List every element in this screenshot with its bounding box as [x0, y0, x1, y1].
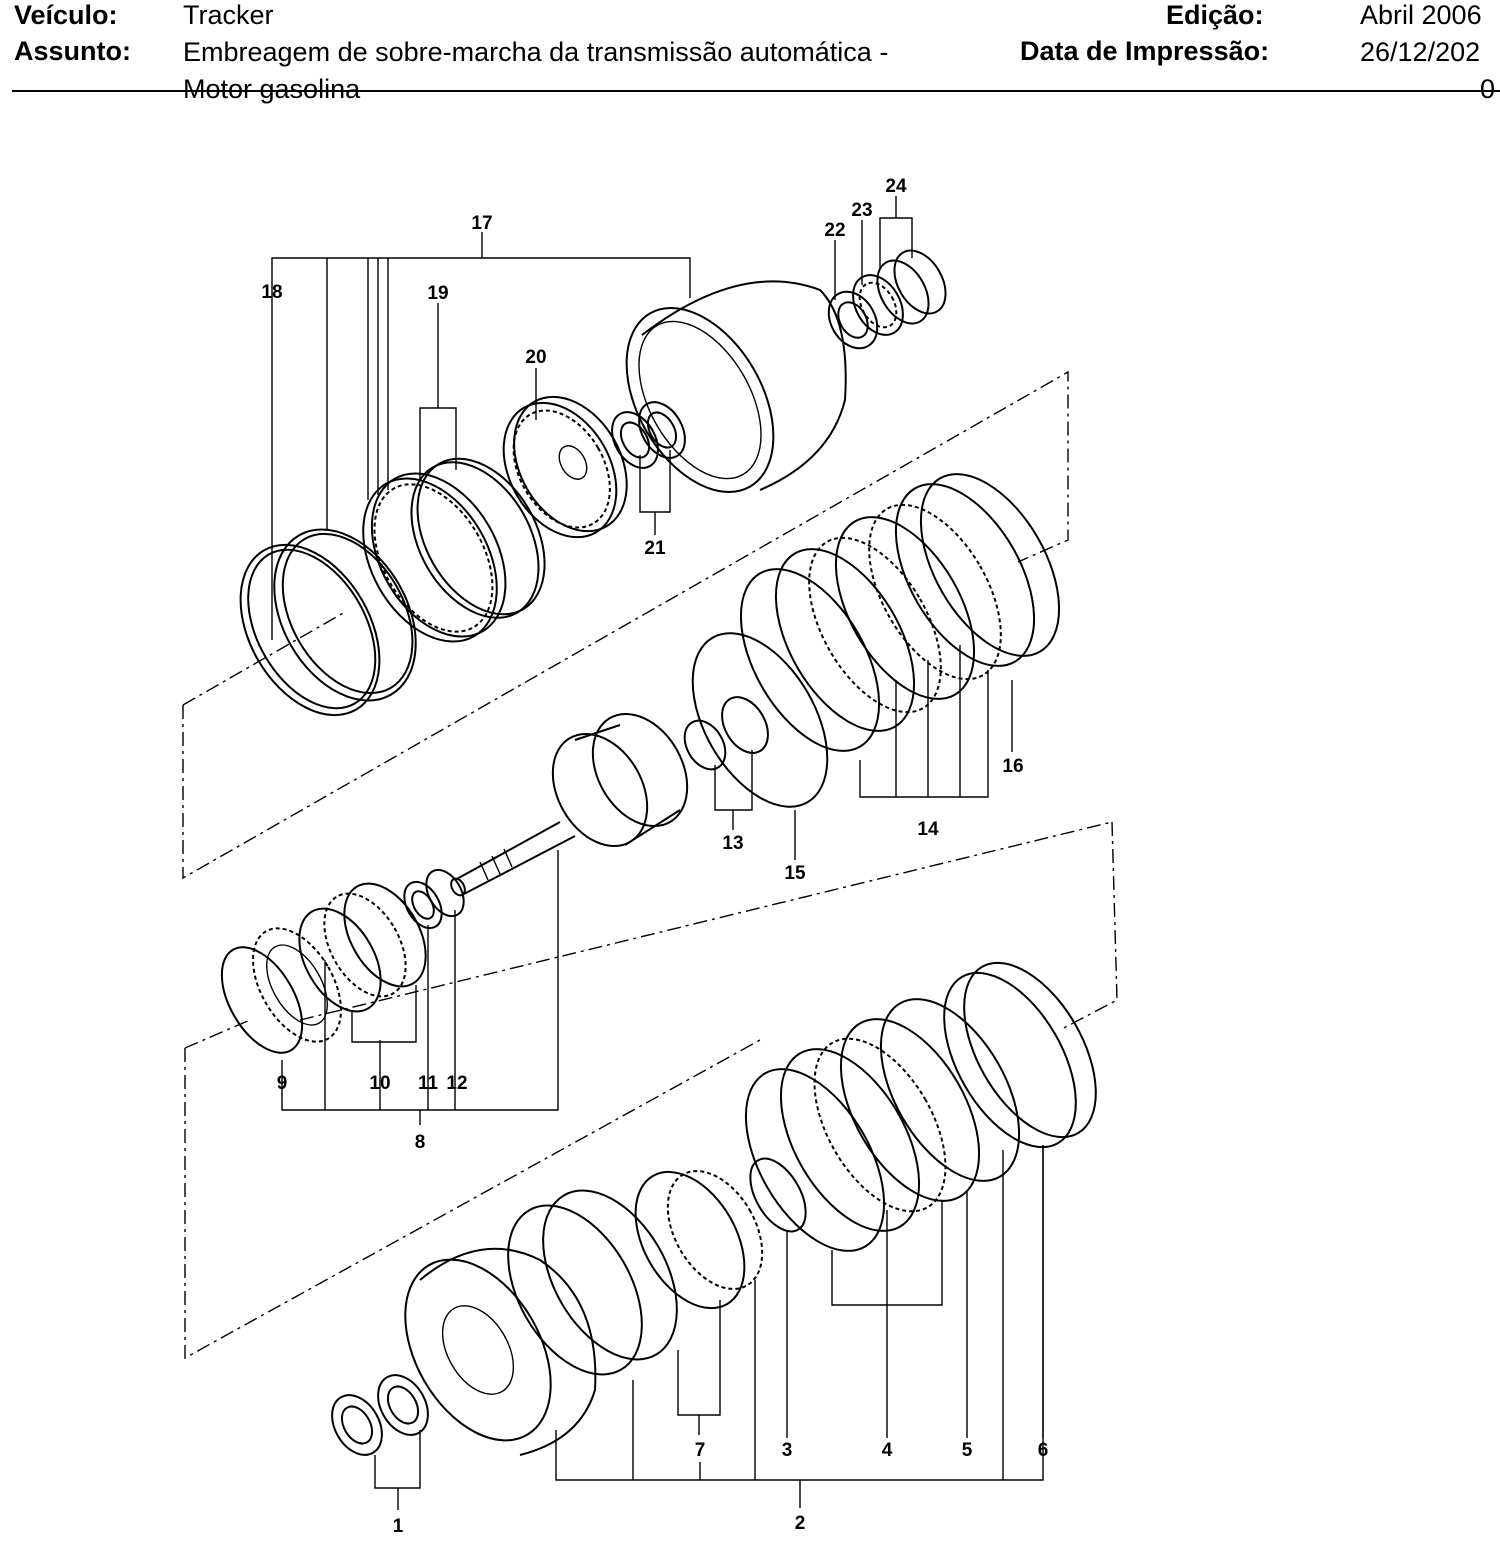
vehicle-value: Tracker: [183, 0, 274, 30]
callout-16: 16: [1002, 756, 1023, 777]
part-19-outer-race: [410, 457, 546, 619]
part-9-snap-ring: [220, 946, 304, 1054]
callout-22: 22: [824, 220, 845, 241]
part-6-snap-ring: [943, 961, 1097, 1149]
edition-value: Abril 2006: [1360, 0, 1482, 30]
part-17-drum: [625, 280, 847, 493]
callout-23: 23: [851, 200, 872, 221]
callout-8: 8: [415, 1132, 426, 1153]
print-date-label: Data de Impressão:: [1020, 36, 1270, 66]
lower-boundary-diagonal: [299, 821, 1113, 1021]
callout-17: 17: [471, 213, 492, 234]
callout-11: 11: [418, 1073, 439, 1094]
exploded-parts-diagram: 17 18 19 20 21 22 23 24 13 14 15 16 9 10…: [182, 176, 1118, 1537]
leader-lines: [271, 196, 1044, 1510]
part-14-clutch-plates: [739, 483, 1036, 752]
part-1-thrust-washers: [331, 1374, 429, 1456]
callout-7: 7: [695, 1440, 706, 1461]
part-24-seal-rings: [876, 249, 947, 325]
lower-section-boundary: [184, 1039, 761, 1360]
callout-1: 1: [393, 1516, 404, 1537]
print-date-line-2: 0: [1479, 74, 1495, 104]
part-5-pressure-plate: [879, 998, 1021, 1182]
callout-2: 2: [795, 1513, 806, 1534]
part-2-piston: [507, 1189, 678, 1376]
part-19-one-way-clutch: [362, 472, 507, 643]
part-15-snap-ring: [691, 632, 829, 808]
callout-5: 5: [962, 1440, 973, 1461]
subject-value: Embreagem de sobre-marcha da transmissão…: [183, 34, 983, 104]
callout-6: 6: [1038, 1440, 1049, 1461]
callout-14: 14: [917, 819, 939, 840]
header-divider: [12, 90, 1500, 92]
edition-label: Edição:: [1166, 0, 1264, 30]
part-8-planetary-carrier: [551, 712, 689, 848]
part-20-ring-gear: [502, 395, 628, 539]
callout-15: 15: [784, 863, 806, 884]
part-12-thrust-washer: [425, 868, 465, 918]
part-7-return-spring: [634, 1170, 764, 1310]
part-9-gear-plate: [252, 927, 342, 1043]
callout-3: 3: [782, 1440, 793, 1461]
callout-21: 21: [644, 538, 666, 559]
part-2-clutch-drum: [404, 1247, 597, 1456]
part-18-snap-ring: [239, 543, 381, 717]
callout-19: 19: [427, 283, 448, 304]
callout-4: 4: [882, 1440, 893, 1461]
vehicle-label: Veículo:: [14, 0, 118, 30]
part-3-snap-ring: [749, 1157, 807, 1233]
part-10-one-way-clutch: [298, 882, 427, 1013]
callout-13: 13: [722, 833, 743, 854]
print-date-line-1: 26/12/202: [1360, 37, 1481, 67]
callout-9: 9: [277, 1073, 288, 1094]
callout-20: 20: [525, 347, 546, 368]
callout-12: 12: [446, 1073, 467, 1094]
subject-label: Assunto:: [14, 36, 131, 66]
part-8-output-shaft: [450, 821, 576, 897]
subject-line-1: Embreagem de sobre-marcha da transmissão…: [183, 37, 889, 67]
part-17-brake-plate: [273, 528, 417, 702]
upper-boundary-edge: [182, 611, 346, 706]
print-date-value: 26/12/202 0: [1360, 34, 1495, 104]
callout-18: 18: [261, 282, 282, 303]
subject-line-2: Motor gasolina: [183, 74, 361, 104]
part-16-pressure-plate: [919, 473, 1061, 657]
upper-section-boundary: [182, 370, 1069, 880]
lower-boundary-right: [1059, 821, 1118, 1031]
part-13-thrust-washers: [683, 696, 769, 771]
part-22-bearing: [827, 290, 879, 350]
callout-24: 24: [885, 176, 907, 197]
callout-10: 10: [369, 1073, 390, 1094]
part-4-clutch-plates: [744, 1018, 981, 1252]
